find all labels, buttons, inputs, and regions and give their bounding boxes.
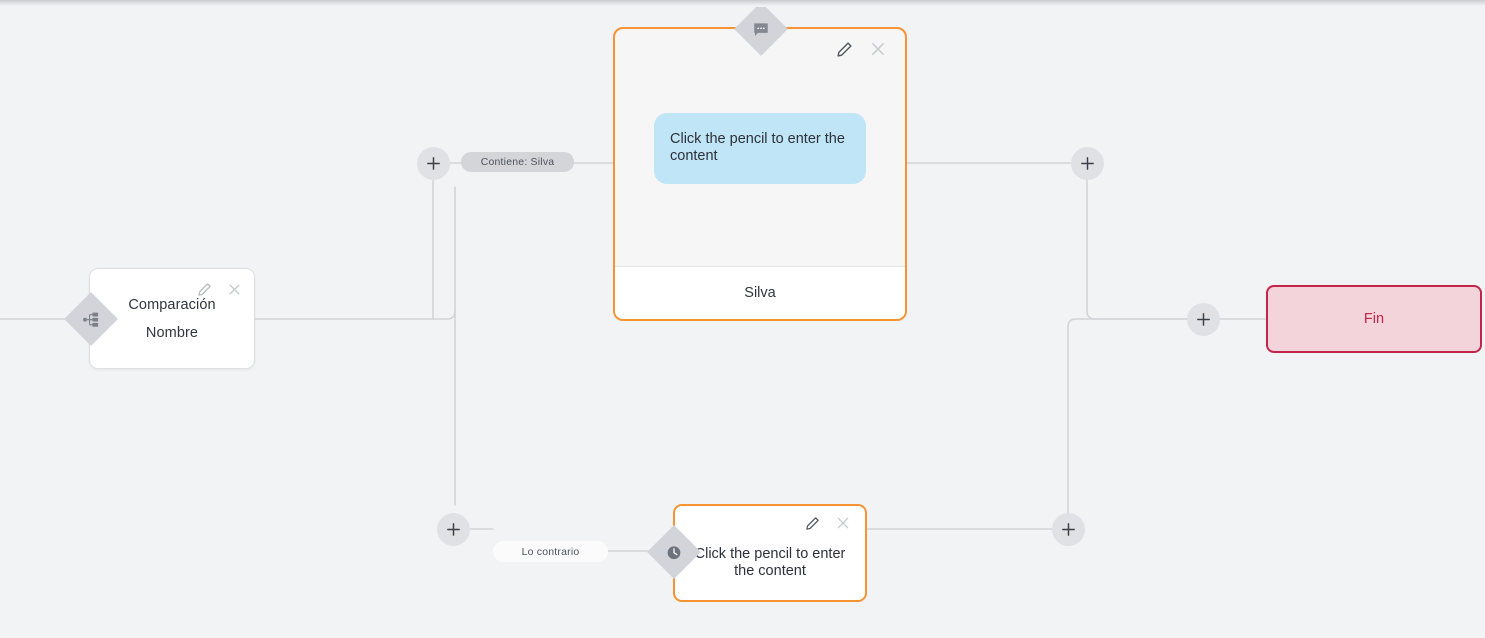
- delay-card-caption: Click the pencil to enter the content: [694, 545, 846, 579]
- edge-right-top-merge: [1086, 179, 1188, 320]
- delay-card-actions: [803, 514, 852, 532]
- add-node-top-right-button[interactable]: [1071, 147, 1104, 180]
- clock-icon: [666, 544, 683, 561]
- pencil-icon[interactable]: [195, 280, 213, 298]
- close-icon[interactable]: [225, 280, 243, 298]
- node-delay-card[interactable]: Click the pencil to enter the content: [673, 504, 867, 602]
- add-node-bottom-left-button[interactable]: [437, 513, 470, 546]
- pencil-icon[interactable]: [803, 514, 821, 532]
- edge-label-to-clock: [608, 529, 655, 551]
- sitemap-handle[interactable]: [64, 292, 118, 346]
- node-end[interactable]: Fin: [1266, 285, 1482, 353]
- sitemap-icon: [83, 311, 100, 328]
- message-card-actions: [835, 40, 887, 58]
- close-icon[interactable]: [869, 40, 887, 58]
- chat-handle[interactable]: [734, 2, 788, 56]
- edge-label-contiene[interactable]: Contiene: Silva: [461, 152, 574, 172]
- add-node-bottom-right-button[interactable]: [1052, 513, 1085, 546]
- add-node-top-left-button[interactable]: [417, 147, 450, 180]
- edge-label-contrario[interactable]: Lo contrario: [493, 541, 608, 562]
- message-bubble: Click the pencil to enter the content: [654, 113, 866, 184]
- edge-right-bottom-merge: [1067, 318, 1188, 514]
- message-card-body: Click the pencil to enter the content: [615, 29, 905, 266]
- add-node-end-button[interactable]: [1187, 303, 1220, 336]
- edge-compare-to-top: [254, 186, 456, 320]
- clock-handle[interactable]: [647, 525, 701, 579]
- close-icon[interactable]: [834, 514, 852, 532]
- pencil-icon[interactable]: [835, 40, 853, 58]
- chat-bubble-icon: [753, 21, 770, 38]
- comparacion-subtitle: Nombre: [145, 324, 199, 341]
- comparacion-actions: [195, 280, 243, 298]
- node-message-card[interactable]: Click the pencil to enter the content Si…: [613, 27, 907, 321]
- message-card-footer: Silva: [615, 266, 905, 319]
- comparacion-title: Comparación: [128, 296, 216, 313]
